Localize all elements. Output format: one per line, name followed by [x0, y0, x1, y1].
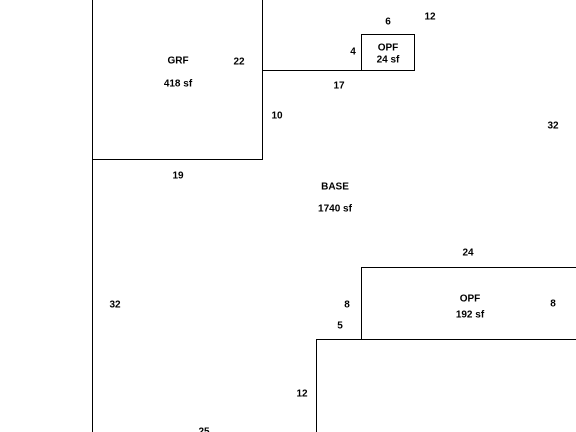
dim-step-down: 5 — [337, 321, 343, 332]
grf-label: GRF — [167, 56, 188, 67]
dim-opf-small-right: 12 — [424, 12, 436, 23]
opf-small-size: 24 sf — [377, 55, 400, 66]
dim-opf-large-right: 8 — [550, 299, 556, 310]
dim-grf-right: 22 — [233, 57, 245, 68]
dim-bottom: 25 — [198, 427, 210, 432]
dim-opf-small-left: 4 — [350, 47, 356, 58]
dim-grf-left-lower: 10 — [271, 111, 283, 122]
dim-base-left: 32 — [109, 300, 121, 311]
dim-grf-bottom: 19 — [172, 171, 184, 182]
base-label: BASE — [321, 182, 349, 193]
opf-small-label: OPF — [378, 43, 399, 54]
dim-opf-large-top: 24 — [462, 248, 474, 259]
dim-lower-left: 12 — [296, 389, 308, 400]
opf-small-outline — [361, 34, 415, 71]
dim-opf-large-left: 8 — [344, 300, 350, 311]
grf-size: 418 sf — [164, 79, 193, 90]
opf-large-size: 192 sf — [456, 310, 485, 321]
dim-base-top: 17 — [333, 81, 345, 92]
dim-base-right: 32 — [547, 121, 559, 132]
base-size: 1740 sf — [318, 204, 353, 215]
opf-large-label: OPF — [460, 294, 481, 305]
dim-opf-small-top: 6 — [385, 17, 391, 28]
